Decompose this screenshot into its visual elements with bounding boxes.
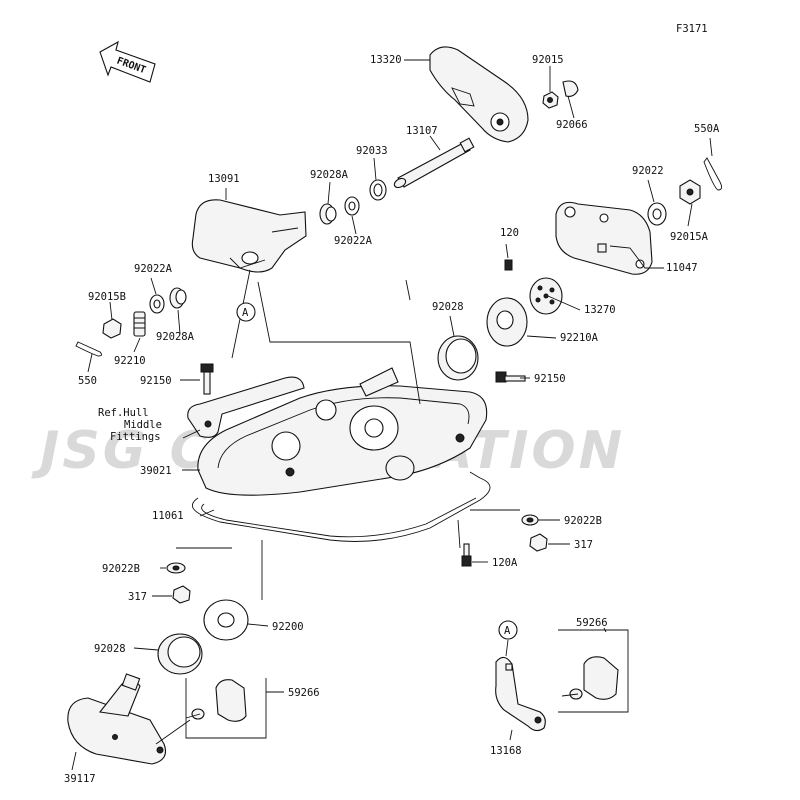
part-92022a-upper-drawing (344, 196, 360, 216)
part-label-13091: 13091 (208, 173, 240, 185)
front-arrow-icon: FRONT (99, 40, 156, 83)
part-label-92028-upper: 92028 (432, 301, 464, 313)
part-13270-drawing (529, 277, 563, 315)
ref-note-line-2: Middle (124, 419, 162, 431)
part-92210-drawing (133, 311, 146, 337)
part-label-550: 550 (78, 375, 97, 387)
part-label-92028-lower: 92028 (94, 643, 126, 655)
leader-lines (71, 59, 713, 771)
part-92015b-drawing (102, 318, 122, 339)
part-label-92015b: 92015B (88, 291, 126, 303)
part-317-left-drawing (172, 585, 191, 604)
part-label-92015a: 92015A (670, 231, 709, 243)
part-label-11061: 11061 (152, 510, 184, 522)
part-39117-drawing (67, 673, 167, 765)
part-label-92150-left: 92150 (140, 375, 172, 387)
part-39021-drawing (197, 367, 488, 496)
part-92150-left-drawing (200, 363, 214, 395)
part-label-92210: 92210 (114, 355, 146, 367)
part-label-550a: 550A (694, 123, 720, 135)
part-label-92066: 92066 (556, 119, 588, 131)
part-92150-right-drawing (495, 371, 526, 383)
part-label-92022b-right: 92022B (564, 515, 602, 527)
figure-code: F3171 (676, 23, 708, 35)
part-label-120: 120 (500, 227, 519, 239)
part-92066-drawing (562, 80, 579, 97)
part-59266-detail-drawing (558, 629, 629, 713)
ref-note-line-1: Ref.Hull (98, 407, 149, 419)
part-label-92028a-left: 92028A (156, 331, 195, 343)
part-11047-drawing (555, 201, 653, 275)
part-label-92022a-upper: 92022A (334, 235, 373, 247)
hull-fitting-bracket-drawing (187, 376, 305, 438)
part-label-13168: 13168 (490, 745, 522, 757)
part-92028a-left-drawing (169, 287, 187, 309)
part-label-92022a-left: 92022A (134, 263, 173, 275)
svg-text:A: A (504, 625, 511, 637)
part-label-92210a: 92210A (560, 332, 599, 344)
part-11061-drawing (192, 471, 491, 542)
part-label-13107: 13107 (406, 125, 438, 137)
part-label-92028a-upper: 92028A (310, 169, 349, 181)
part-92028-upper-drawing (437, 335, 479, 381)
part-label-317-left: 317 (128, 591, 147, 603)
callout-a-lower: A (498, 620, 518, 640)
ref-note-line-3: Fittings (110, 431, 161, 443)
part-label-39021: 39021 (140, 465, 172, 477)
part-13320-drawing (429, 46, 529, 143)
part-label-92015: 92015 (532, 54, 564, 66)
part-92028-lower-drawing (157, 633, 203, 675)
part-label-59266-lower: 59266 (288, 687, 320, 699)
callout-a-upper: A (236, 302, 256, 322)
part-92022b-right-drawing (521, 514, 539, 526)
part-317-right-drawing (529, 533, 548, 552)
part-92015-drawing (542, 91, 559, 109)
part-59266-lower-drawing (185, 678, 267, 739)
part-label-39117: 39117 (64, 773, 96, 785)
part-label-92033: 92033 (356, 145, 388, 157)
part-92200-drawing (203, 599, 249, 641)
part-label-13320: 13320 (370, 54, 402, 66)
part-120a-drawing (461, 543, 472, 567)
part-label-92200: 92200 (272, 621, 304, 633)
part-label-92022: 92022 (632, 165, 664, 177)
part-13091-drawing (191, 199, 307, 273)
part-92210a-drawing (486, 297, 528, 347)
part-label-13270: 13270 (584, 304, 616, 316)
svg-text:A: A (242, 307, 249, 319)
part-92015a-drawing (679, 179, 701, 205)
part-92033-drawing (369, 179, 387, 201)
part-label-120a: 120A (492, 557, 518, 569)
part-92028a-upper-drawing (319, 203, 337, 225)
part-label-59266-detail: 59266 (576, 617, 608, 629)
part-92022-drawing (647, 202, 667, 226)
part-label-92150-right: 92150 (534, 373, 566, 385)
part-label-92022b-left: 92022B (102, 563, 140, 575)
part-13107-drawing (393, 137, 475, 189)
part-550a-drawing (703, 157, 723, 191)
part-label-317-right: 317 (574, 539, 593, 551)
part-label-11047: 11047 (666, 262, 698, 274)
part-13168-drawing (495, 656, 546, 732)
part-92022b-left-drawing (166, 562, 186, 574)
part-92022a-left-drawing (149, 294, 165, 314)
part-120-drawing (504, 259, 513, 271)
part-550-drawing (75, 341, 103, 357)
